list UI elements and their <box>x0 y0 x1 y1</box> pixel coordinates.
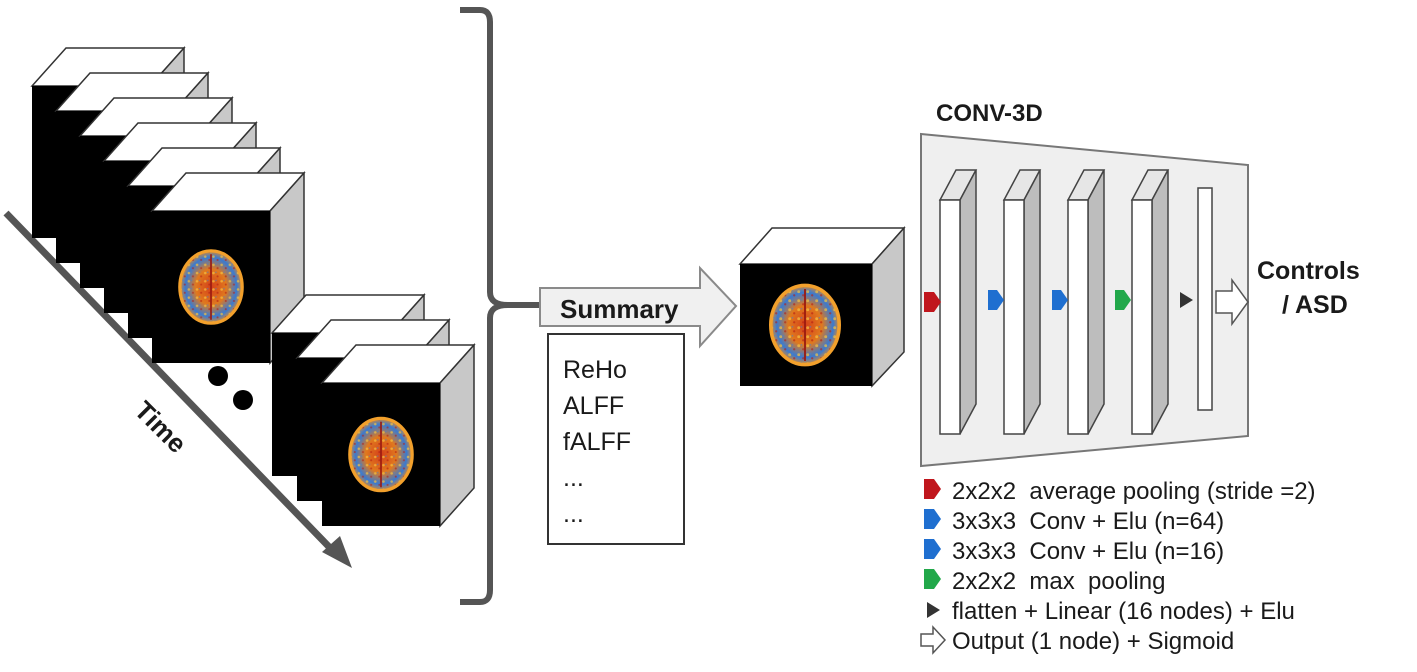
legend-text: 2x2x2 max pooling <box>952 568 1165 595</box>
legend-row: Output (1 node) + Sigmoid <box>920 625 1234 655</box>
red-pentagon-icon <box>924 292 941 312</box>
flatten-layer <box>1197 187 1213 411</box>
time-arrow <box>3 210 352 568</box>
conv-title: CONV-3D <box>936 100 1043 127</box>
legend-text: Output (1 node) + Sigmoid <box>952 628 1234 655</box>
ellipsis-dots <box>183 340 253 410</box>
blue-pentagon-icon <box>924 539 941 559</box>
fmri-volume-cube <box>320 343 476 528</box>
fmri-volume-stack-1 <box>30 46 306 365</box>
metrics-box <box>547 333 685 545</box>
summary-label: Summary <box>560 294 679 324</box>
red-pentagon-icon <box>924 479 941 499</box>
legend: 2x2x2 average pooling (stride =2) 3x3x3 C… <box>920 478 1316 655</box>
dark-triangle-icon <box>927 602 940 618</box>
output-label-line-2: / ASD <box>1282 291 1348 319</box>
legend-row: 3x3x3 Conv + Elu (n=16) <box>924 538 1224 565</box>
conv-layer-slab <box>1066 169 1106 435</box>
legend-text: 3x3x3 Conv + Elu (n=16) <box>952 538 1224 565</box>
legend-text: 2x2x2 average pooling (stride =2) <box>952 478 1316 505</box>
blue-pentagon-icon <box>1052 290 1068 310</box>
green-pentagon-icon <box>1115 290 1131 310</box>
legend-row: 3x3x3 Conv + Elu (n=64) <box>924 508 1224 535</box>
blue-pentagon-icon <box>924 509 941 529</box>
right-bracket <box>460 7 540 605</box>
metric-item: ... <box>563 464 584 492</box>
metric-item: fALFF <box>563 428 631 456</box>
time-label: Time <box>129 395 193 459</box>
legend-text: flatten + Linear (16 nodes) + Elu <box>952 598 1295 625</box>
summary-arrow <box>539 265 738 349</box>
green-pentagon-icon <box>924 569 941 589</box>
legend-text: 3x3x3 Conv + Elu (n=64) <box>952 508 1224 535</box>
conv-layer-slab <box>938 169 978 435</box>
legend-row: flatten + Linear (16 nodes) + Elu <box>927 598 1295 625</box>
conv-layer-slab <box>1130 169 1170 435</box>
blue-pentagon-icon <box>988 290 1004 310</box>
conv-layers <box>938 169 1170 435</box>
metric-item: ReHo <box>563 356 627 384</box>
output-label-line-1: Controls <box>1257 257 1360 285</box>
summary-volume-cube <box>738 226 906 388</box>
metric-item: ALFF <box>563 392 624 420</box>
fmri-volume-stack-2 <box>270 293 476 528</box>
hollow-arrow-icon <box>920 625 947 655</box>
legend-row: 2x2x2 average pooling (stride =2) <box>924 478 1316 505</box>
dark-triangle-icon <box>1180 292 1193 308</box>
legend-row: 2x2x2 max pooling <box>924 568 1165 595</box>
hollow-arrow-icon <box>1215 277 1249 327</box>
conv-layer-slab <box>1002 169 1042 435</box>
metric-item: ... <box>563 500 584 528</box>
